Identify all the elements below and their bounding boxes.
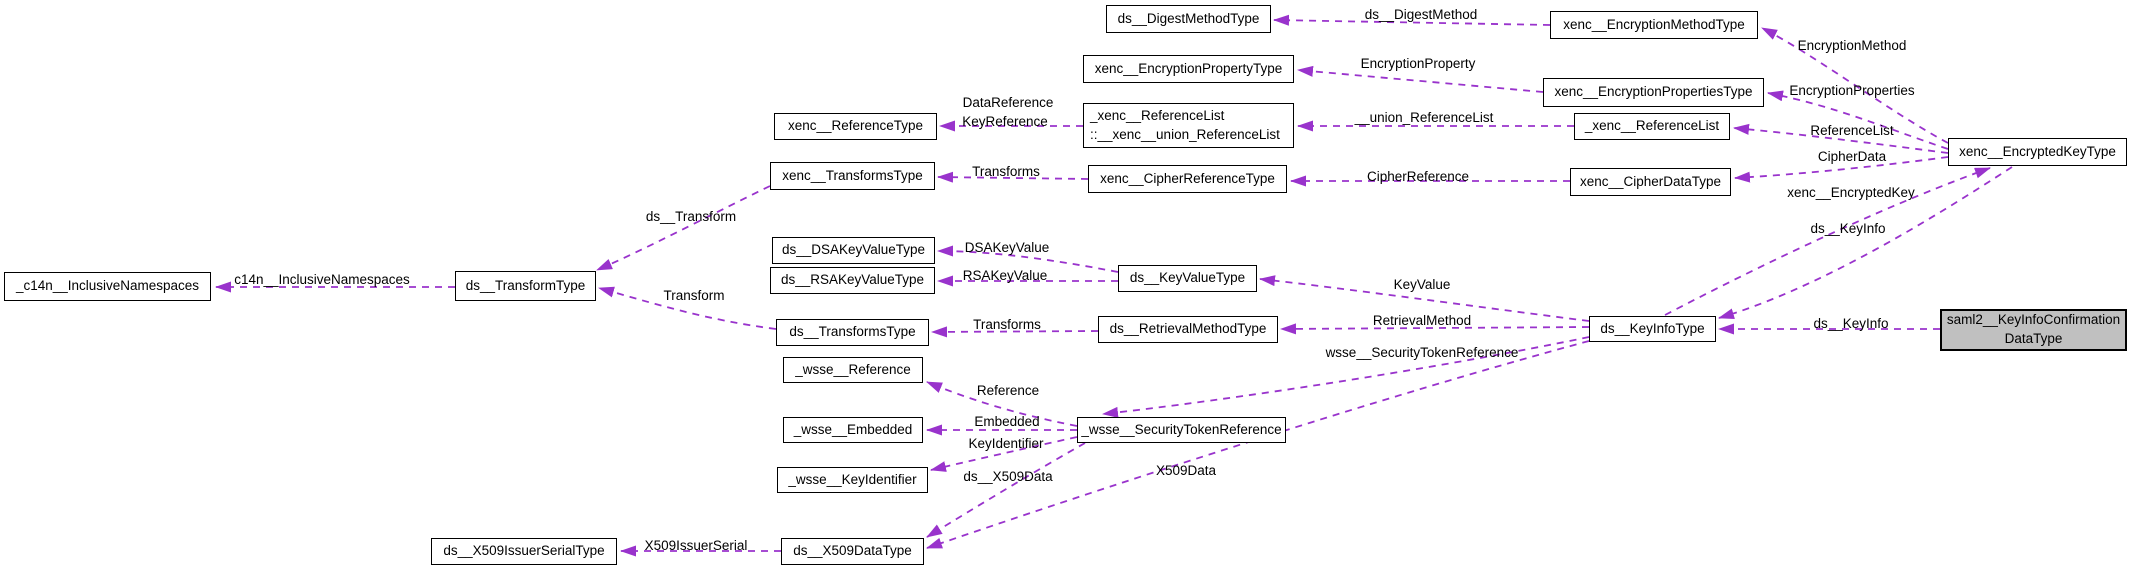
node-ds-keyvaluetype[interactable]: ds__KeyValueType xyxy=(1118,265,1257,292)
node-xenc-referencetype[interactable]: xenc__ReferenceType xyxy=(774,113,937,140)
edge-label-cipherdata: CipherData xyxy=(1818,149,1887,164)
node-wsse-securitytokenreference[interactable]: _wsse__SecurityTokenReference xyxy=(1077,417,1286,443)
edge-label-c14n-inclusivenamespaces: c14n__InclusiveNamespaces xyxy=(234,272,410,287)
edge-label-xenc-encryptedkey: xenc__EncryptedKey xyxy=(1787,185,1915,200)
edge-label-union-referencelist: __union_ReferenceList xyxy=(1354,110,1494,125)
edge-label-cipherreference: CipherReference xyxy=(1367,169,1469,184)
edge-x509data xyxy=(926,340,1590,549)
edge-label-reference: Reference xyxy=(977,383,1039,398)
edge-label-ds-digestmethod: ds__DigestMethod xyxy=(1365,7,1478,22)
edge-ds-x509data xyxy=(926,442,1086,538)
edge-encryptionmethod xyxy=(1761,27,1949,144)
edge-wsse-securitytokenreference xyxy=(1102,336,1590,418)
node-ds-transformstype[interactable]: ds__TransformsType xyxy=(776,319,929,346)
edge-reference xyxy=(926,381,1078,427)
node-wsse-embedded[interactable]: _wsse__Embedded xyxy=(783,417,923,443)
edge-ds-keyinfo xyxy=(1718,166,2013,319)
node-xenc-referencelist[interactable]: _xenc__ReferenceList xyxy=(1574,113,1730,140)
edge-label-wsse-securitytokenreference: wsse__SecurityTokenReference xyxy=(1325,345,1519,360)
edge-label-x509data: X509Data xyxy=(1156,463,1217,478)
edge-encryptionproperty xyxy=(1297,65,1544,93)
node-ds-dsakeyvaluetype[interactable]: ds__DSAKeyValueType xyxy=(772,237,935,264)
node-xenc-cipherdatatype[interactable]: xenc__CipherDataType xyxy=(1570,168,1731,196)
node-xenc-transformstype[interactable]: xenc__TransformsType xyxy=(770,162,935,190)
node-wsse-reference[interactable]: _wsse__Reference xyxy=(783,357,923,383)
node-xenc-encryptedkeytype[interactable]: xenc__EncryptedKeyType xyxy=(1948,138,2127,166)
edge-keyidentifier xyxy=(930,436,1078,472)
node-ds-digestmethodtype[interactable]: ds__DigestMethodType xyxy=(1106,5,1271,33)
edge-transforms xyxy=(931,326,1099,338)
edge-encryptionproperties xyxy=(1767,90,1949,150)
node-ds-x509issuerserialtype[interactable]: ds__X509IssuerSerialType xyxy=(431,538,617,565)
edge-label-rsakeyvalue: RSAKeyValue xyxy=(963,268,1048,283)
edge-label-encryptionmethod: EncryptionMethod xyxy=(1798,38,1907,53)
edge-label-dsakeyvalue: DSAKeyValue xyxy=(965,240,1050,255)
node-ds-retrievalmethodtype[interactable]: ds__RetrievalMethodType xyxy=(1098,316,1278,343)
edge-label-transform: Transform xyxy=(663,288,724,303)
edge-label-ds-x509data: ds__X509Data xyxy=(963,469,1053,484)
edge-cipherdata xyxy=(1734,156,1949,183)
edge-label-keyreference: KeyReference xyxy=(962,114,1048,129)
node-xenc-referencelist-xenc-union-referencelist[interactable]: _xenc__ReferenceList ::__xenc__union_Ref… xyxy=(1083,103,1294,148)
edge-referencelist xyxy=(1733,123,1949,154)
edge-label-datareference: DataReference xyxy=(963,95,1054,110)
edge-label-keyvalue: KeyValue xyxy=(1394,277,1451,292)
edge-label-ds-keyinfo: ds__KeyInfo xyxy=(1813,316,1888,331)
edge-label-keyidentifier: KeyIdentifier xyxy=(968,436,1044,451)
edge-dsakeyvalue xyxy=(937,245,1119,273)
edge-label-referencelist: ReferenceList xyxy=(1810,123,1894,138)
edge-label-ds-keyinfo: ds__KeyInfo xyxy=(1810,221,1885,236)
node-xenc-encryptionpropertiestype[interactable]: xenc__EncryptionPropertiesType xyxy=(1543,78,1764,107)
node-xenc-encryptionpropertytype[interactable]: xenc__EncryptionPropertyType xyxy=(1083,55,1294,83)
edge-ds-digestmethod xyxy=(1273,14,1551,26)
edge-retrievalmethod xyxy=(1280,323,1590,335)
edge-ds-transform xyxy=(596,185,771,271)
edge-label-embedded: Embedded xyxy=(974,414,1039,429)
edge-keyvalue xyxy=(1259,275,1590,322)
edge-label-x509issuerserial: X509IssuerSerial xyxy=(645,538,748,553)
node-ds-rsakeyvaluetype[interactable]: ds__RSAKeyValueType xyxy=(770,267,935,294)
edge-label-encryptionproperties: EncryptionProperties xyxy=(1789,83,1915,98)
node-ds-transformtype[interactable]: ds__TransformType xyxy=(455,271,596,301)
node-xenc-encryptionmethodtype[interactable]: xenc__EncryptionMethodType xyxy=(1550,11,1758,39)
edge-label-retrievalmethod: RetrievalMethod xyxy=(1373,313,1471,328)
edge-label-transforms: Transforms xyxy=(972,164,1040,179)
edge-transform xyxy=(598,286,777,330)
node-wsse-keyidentifier[interactable]: _wsse__KeyIdentifier xyxy=(777,467,928,493)
node-c14n-inclusivenamespaces[interactable]: _c14n__InclusiveNamespaces xyxy=(4,272,211,301)
edge-label-encryptionproperty: EncryptionProperty xyxy=(1361,56,1476,71)
node-ds-x509datatype[interactable]: ds__X509DataType xyxy=(781,538,924,565)
node-xenc-cipherreferencetype[interactable]: xenc__CipherReferenceType xyxy=(1088,165,1287,193)
edge-label-ds-transform: ds__Transform xyxy=(646,209,736,224)
edge-label-transforms: Transforms xyxy=(973,317,1041,332)
edge-transforms xyxy=(937,171,1089,183)
node-ds-keyinfotype[interactable]: ds__KeyInfoType xyxy=(1589,316,1716,342)
node-saml2-keyinfoconfirmationdatatype[interactable]: saml2__KeyInfoConfirmation DataType xyxy=(1940,309,2127,351)
